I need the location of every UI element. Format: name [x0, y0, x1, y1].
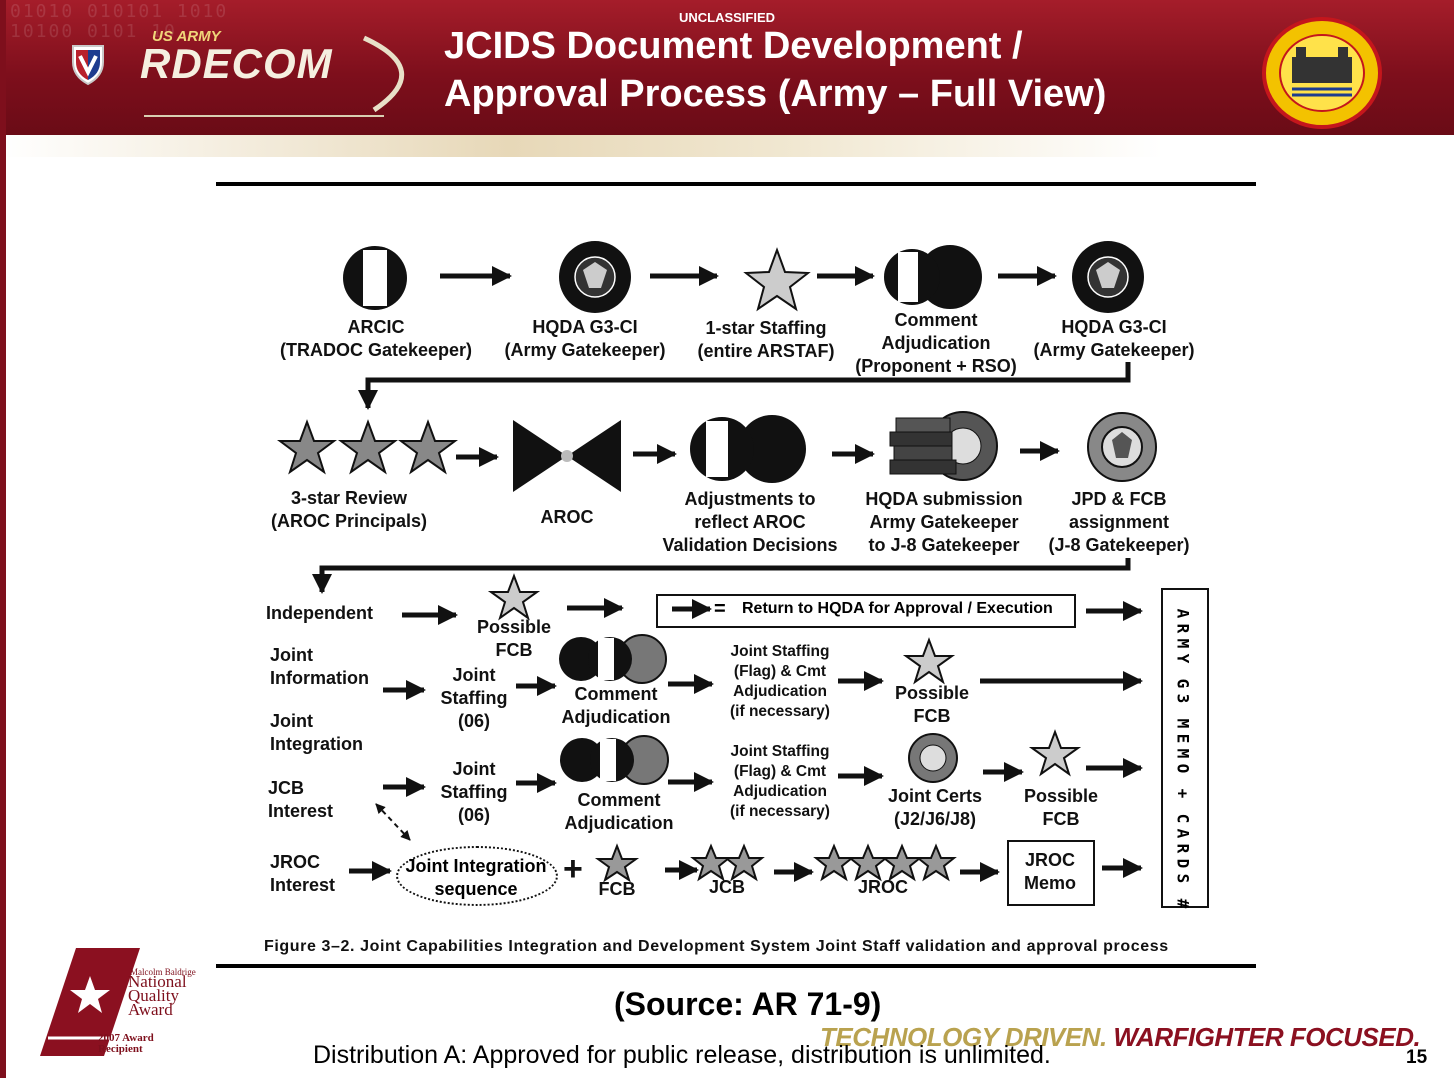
possible-fcb-star-2	[1028, 729, 1082, 777]
header-banner	[0, 0, 1454, 135]
comment-adjudication-icon	[884, 245, 982, 309]
figure-caption: Figure 3–2. Joint Capabilities Integrati…	[264, 938, 1169, 955]
comment-adjudication-icon-2	[559, 634, 667, 684]
source-label: (Source: AR 71-9)	[614, 986, 882, 1022]
three-star-review-label: 3-star Review(AROC Principals)	[270, 488, 428, 531]
tradoc-icon	[343, 246, 407, 310]
army-seal-icon	[559, 241, 631, 313]
hqda-g3-ci-label-1: HQDA G3-CI(Army Gatekeeper)	[504, 317, 666, 360]
page-title-line1: JCIDS Document Development /	[444, 25, 1023, 67]
fcb-star	[594, 843, 640, 883]
adjustments-icon	[690, 415, 806, 483]
joint-certs-label: Joint Certs(J2/J6/J8)	[887, 786, 983, 829]
plus-sign: +	[563, 850, 583, 888]
page-title-line2: Approval Process (Army – Full View)	[444, 73, 1107, 115]
logo-us-army: US ARMY	[152, 28, 221, 45]
tagline: TECHNOLOGY DRIVEN. WARFIGHTER FOCUSED.	[820, 1022, 1421, 1053]
jroc-label: JROC	[857, 877, 909, 897]
one-star-icon	[743, 247, 811, 312]
joint-integration-sequence-ellipse	[396, 846, 558, 906]
possible-fcb-star-top	[487, 573, 541, 621]
three-star-icon	[277, 419, 458, 475]
one-star-staffing-label: 1-star Staffing(entire ARSTAF)	[697, 318, 835, 361]
jcb-label: JCB	[708, 877, 746, 897]
submission-books-icon	[889, 411, 998, 481]
bottom-rule	[216, 964, 1256, 968]
army-shield-icon	[72, 45, 104, 86]
joint-staff-seal-icon	[1087, 412, 1157, 482]
top-rule	[216, 182, 1256, 186]
arcic-label: ARCIC(TRADOC Gatekeeper)	[279, 317, 473, 360]
armament-research-seal-icon	[1262, 17, 1382, 129]
equals-sign: =	[714, 598, 726, 620]
army-g3-memo-box	[1161, 588, 1209, 908]
return-hqda-box: = Return to HQDA for Approval / Executio…	[656, 594, 1076, 628]
header-fade	[0, 135, 1454, 157]
page-title: JCIDS Document Development / Approval Pr…	[444, 22, 1264, 118]
page-number: 15	[1406, 1047, 1428, 1068]
baldrige-star-icon	[40, 948, 140, 1056]
tagline-technology: TECHNOLOGY DRIVEN.	[820, 1022, 1107, 1052]
tagline-warfighter: WARFIGHTER FOCUSED.	[1113, 1022, 1421, 1052]
aroc-label: AROC	[540, 507, 594, 527]
return-hqda-text: Return to HQDA for Approval / Execution	[742, 600, 1053, 617]
army-g3-memo-char: #	[1173, 898, 1193, 909]
baldrige-line2: National Quality Award	[128, 972, 187, 1019]
independent-label: Independent	[266, 603, 373, 623]
logo-rdecom: RDECOM	[140, 40, 333, 87]
hqda-g3-ci-label-2: HQDA G3-CI(Army Gatekeeper)	[1033, 317, 1195, 360]
jroc-four-star-icon	[813, 843, 957, 882]
baldrige-line1: Malcolm Baldrige	[130, 967, 196, 977]
logo-swoosh-icon	[144, 35, 404, 117]
fcb-label: FCB	[598, 879, 636, 899]
joint-certs-seal-icon	[908, 733, 958, 783]
aroc-flag-icon	[513, 420, 621, 492]
distribution-statement: Distribution A: Approved for public rele…	[313, 1041, 1051, 1069]
left-border	[0, 0, 6, 1078]
possible-fcb-star	[902, 637, 956, 685]
jroc-memo-box	[1007, 840, 1095, 906]
classification-label: UNCLASSIFIED	[678, 10, 776, 25]
army-seal-icon-2	[1072, 241, 1144, 313]
comment-adjudication-icon-3	[560, 735, 669, 785]
baldrige-line3: 2007 Award Recipient	[98, 1032, 154, 1055]
jcb-two-star-icon	[690, 843, 765, 882]
